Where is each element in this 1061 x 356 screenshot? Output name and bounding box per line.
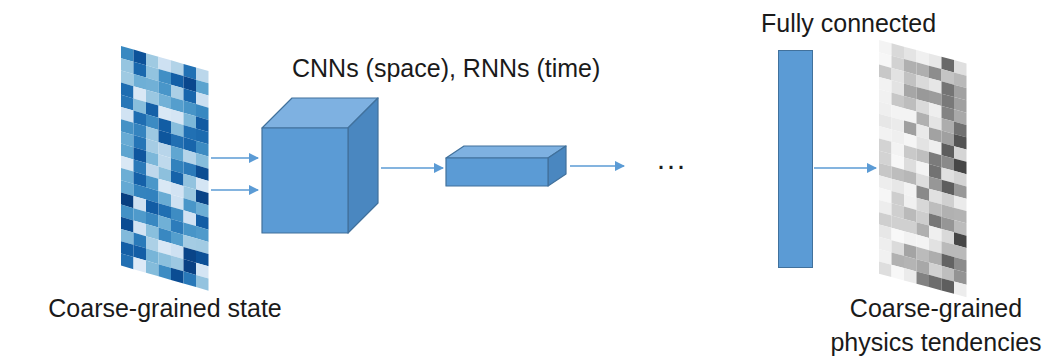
flow-arrow [211,157,258,159]
rnn-box [446,146,566,186]
grid-cell [904,268,917,284]
grid-cell [146,261,159,277]
flow-arrow [211,189,258,191]
grid-cell [134,257,147,273]
node-caption: Coarse-grained state [48,292,281,326]
grid-cell [917,271,930,287]
grid-cell [929,275,942,291]
grid-cell [879,261,892,277]
node-caption: Fully connected [761,7,936,41]
grid-cell [892,265,905,281]
node-caption: Coarse-grained physics tendencies [818,292,1054,356]
node-caption: CNNs (space), RNNs (time) [292,52,600,86]
flow-arrow [814,167,876,169]
grid-cell [171,268,184,284]
grid-cell [159,264,172,280]
tendency-grid [879,40,967,297]
cnn-cube [262,98,378,233]
grid-cell [196,275,209,291]
cnn-rnn-stack: CNNs (space), RNNs (time) [260,96,380,235]
tendency-image: Coarse-grained physics tendencies [878,40,970,290]
state-image: Coarse-grained state [120,46,210,288]
grid-cell [184,271,197,287]
fully-connected-layer: Fully connected [778,50,813,268]
ellipsis-label: ··· [656,150,686,180]
grid-cell [121,253,134,269]
state-grid [121,46,209,291]
flow-arrow [381,167,443,169]
grid-cell [942,278,955,294]
flow-arrow [570,165,624,167]
